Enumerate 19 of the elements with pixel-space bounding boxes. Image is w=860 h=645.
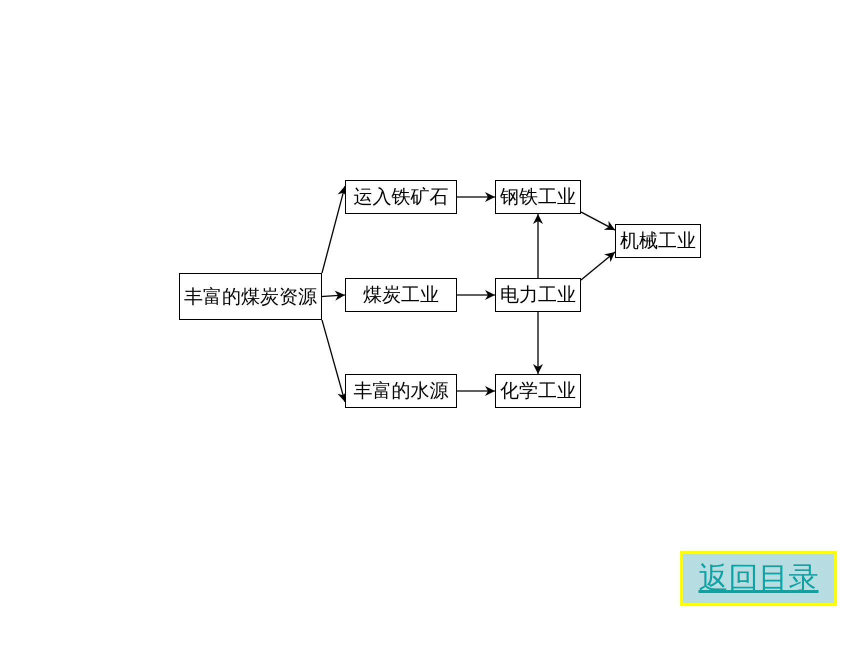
arrow bbox=[321, 186, 348, 274]
arrow bbox=[457, 386, 495, 396]
process-box: 煤炭工业 bbox=[345, 278, 457, 312]
process-box: 运入铁矿石 bbox=[345, 180, 457, 214]
back-button: 返回目录 bbox=[680, 551, 837, 606]
arrow bbox=[322, 290, 346, 301]
arrow bbox=[457, 290, 495, 300]
process-box: 电力工业 bbox=[495, 278, 581, 312]
process-box: 机械工业 bbox=[615, 224, 701, 258]
arrow bbox=[321, 320, 348, 402]
arrow bbox=[580, 211, 616, 231]
arrow bbox=[580, 252, 616, 280]
arrow bbox=[457, 192, 495, 202]
process-box: 化学工业 bbox=[495, 374, 581, 408]
process-box: 丰富的水源 bbox=[345, 374, 457, 408]
arrow bbox=[533, 312, 543, 374]
process-box: 钢铁工业 bbox=[495, 180, 581, 214]
arrow bbox=[533, 214, 543, 278]
process-box: 丰富的煤炭资源 bbox=[179, 273, 322, 320]
